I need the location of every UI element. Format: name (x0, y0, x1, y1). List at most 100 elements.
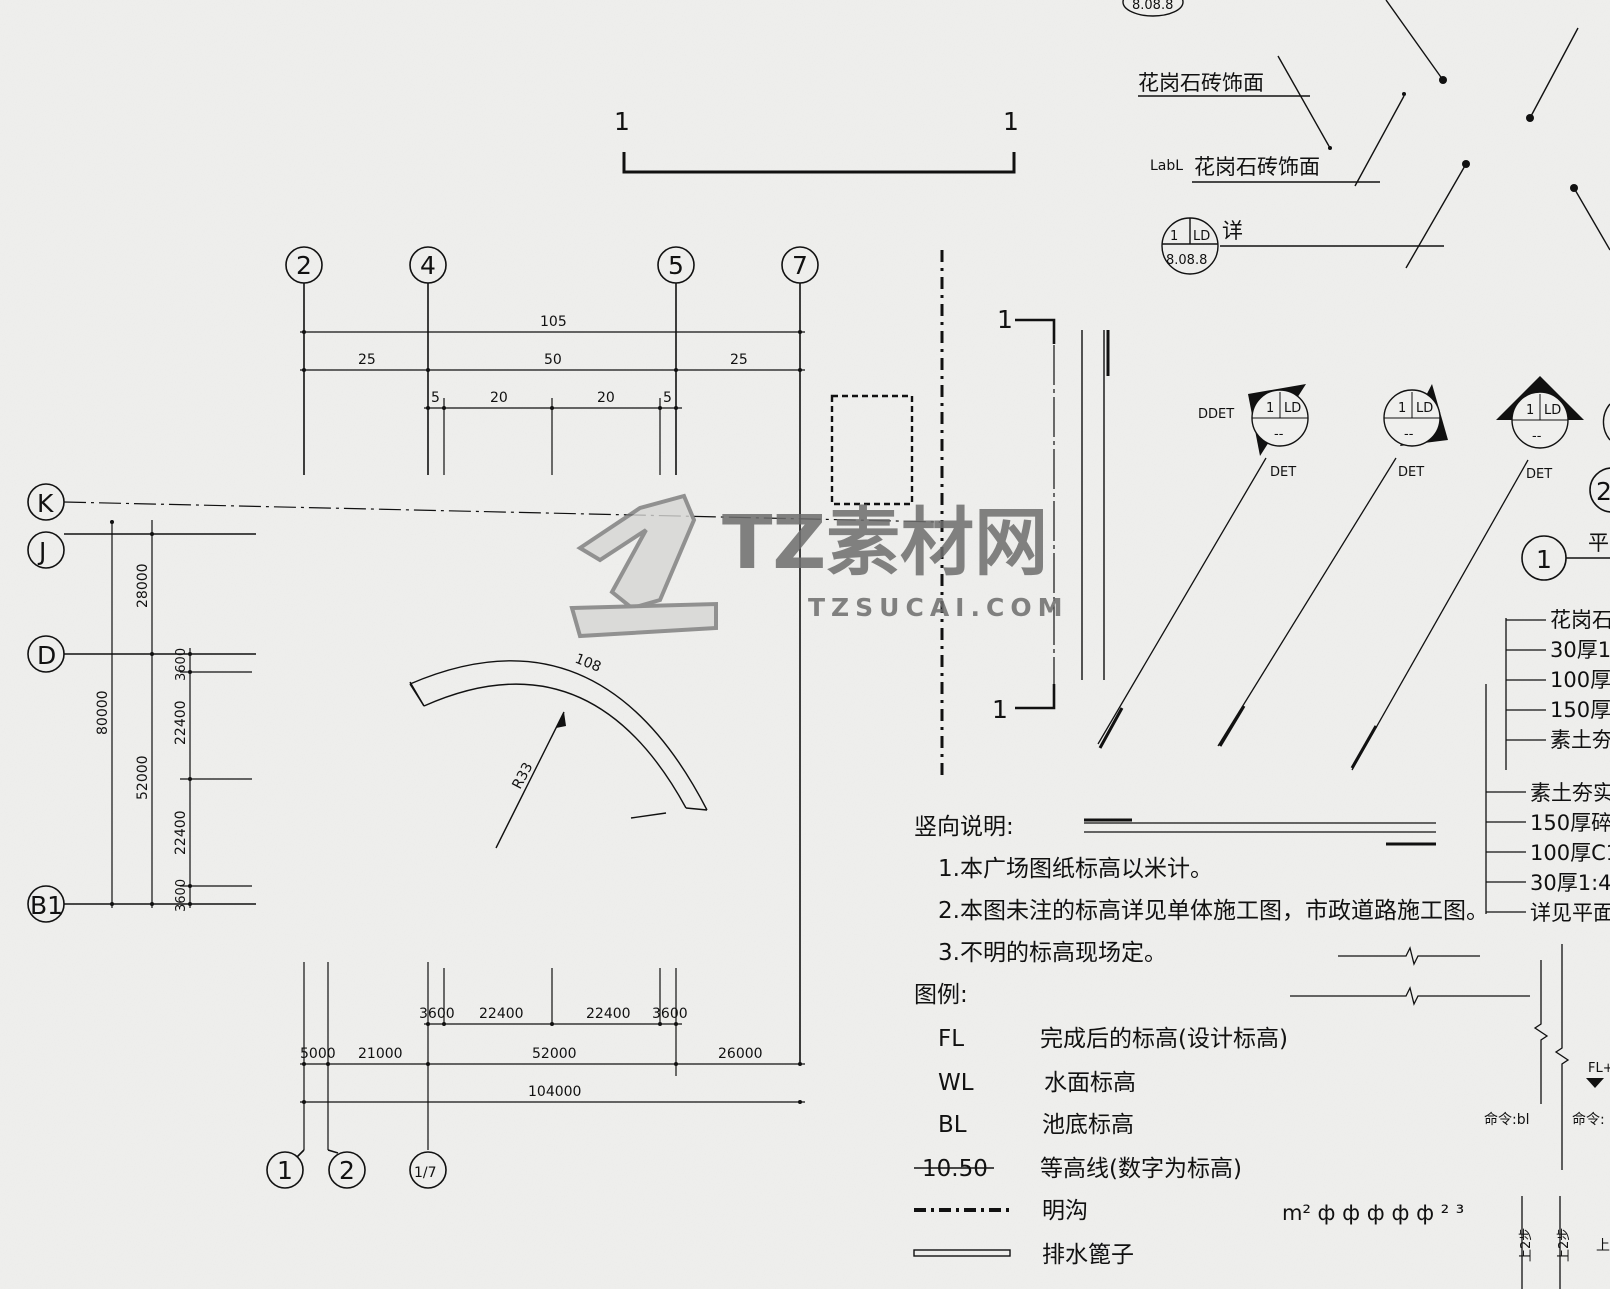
bottom-dimension-ticks (302, 1022, 802, 1104)
detail-word: 详 (1222, 219, 1243, 243)
command-other: 命令: (1572, 1111, 1605, 1128)
dim-bottom-total: 104000 (528, 1084, 581, 1100)
legend-desc-fl: 完成后的标高(设计标高) (1040, 1026, 1288, 1052)
dim-top-20a: 20 (490, 390, 508, 406)
det2-num: 1 (1398, 401, 1406, 416)
section-label-right: 1 (1003, 107, 1019, 136)
radius-arrow (556, 712, 566, 728)
bottom-grid-bubbles (266, 1149, 447, 1189)
dim-top-20b: 20 (597, 390, 615, 406)
callout-labl: LabL (1150, 158, 1183, 174)
legend-desc-bl: 池底标高 (1042, 1112, 1134, 1138)
dim-top-25b: 25 (730, 352, 748, 368)
det1-label: DET (1270, 465, 1296, 480)
left-grid-lines (27, 483, 941, 923)
dim-bottom-5000: 5000 (300, 1046, 336, 1062)
vert-section-label-top: 1 (997, 305, 1013, 334)
dim-bottom-26000: 26000 (718, 1046, 763, 1062)
dim-bottom-52000: 52000 (532, 1046, 577, 1062)
dim-top-5a: 5 (431, 390, 440, 406)
dim-bottom-22400b: 22400 (586, 1006, 631, 1022)
grid-bubble-7: 7 (792, 251, 808, 280)
callout-leaders (1122, 0, 1610, 275)
section-mark-top (622, 152, 1016, 174)
legend-code-bl: BL (938, 1112, 967, 1138)
det1-num: 1 (1266, 401, 1274, 416)
det3-label: DET (1526, 467, 1552, 482)
dim-left-80000: 80000 (95, 690, 111, 735)
dim-total-top: 105 (540, 314, 567, 330)
command-bl: 命令:bl (1484, 1111, 1530, 1128)
callout-partial-sheet: 8.08.8 (1132, 0, 1173, 13)
det-symbol-3 (1350, 376, 1610, 771)
step-up-3: 上 (1596, 1238, 1610, 1254)
step-up-1: 上2步 (1519, 1228, 1534, 1262)
note-3: 3.不明的标高现场定。 (938, 940, 1167, 966)
det2-ref: LD (1416, 401, 1433, 416)
legend-code-wl: WL (938, 1070, 974, 1096)
callout-granite-1: 花岗石砖饰面 (1138, 71, 1264, 95)
vert-section-label-bottom: 1 (992, 695, 1008, 724)
layer-leaders-upper (1505, 618, 1546, 770)
callout-dots (1328, 76, 1578, 192)
dashed-box (830, 394, 914, 506)
dim-top-50: 50 (544, 352, 562, 368)
dim-left-3600b: 3600 (174, 879, 189, 912)
plan-title-char: 平 (1588, 531, 1609, 555)
top-dimension-lines (300, 331, 805, 475)
fl-triangle (1586, 1078, 1604, 1088)
det-symbol-1 (1097, 384, 1309, 749)
callout-granite-2: 花岗石砖饰面 (1194, 155, 1320, 179)
layer-lower-4: 30厚1:4干 (1530, 871, 1610, 895)
legend-desc-ditch: 明沟 (1042, 1198, 1088, 1224)
drain-grate-sample (913, 1249, 1011, 1257)
dim-bottom-3600a: 3600 (419, 1006, 455, 1022)
note-1: 1.本广场图纸标高以米计。 (938, 856, 1213, 882)
notes-title: 竖向说明: (914, 814, 1014, 840)
grid-bubble-bottom-1-7: 1/7 (414, 1165, 437, 1181)
grid-bubble-D: D (37, 641, 56, 670)
detail-num: 1 (1170, 229, 1178, 244)
step-up-2: 上2步 (1557, 1228, 1572, 1262)
dim-bottom-3600b: 3600 (652, 1006, 688, 1022)
plan-bubble-2: 2 (1596, 477, 1610, 506)
legend-code-fl: FL (938, 1026, 964, 1052)
layer-upper-4: 150厚碎 (1550, 698, 1610, 722)
top-grid-lines (285, 246, 819, 1065)
legend-desc-grate: 排水篦子 (1042, 1242, 1134, 1268)
grid-bubble-2: 2 (296, 251, 312, 280)
grid-bubble-K: K (37, 489, 54, 518)
legend-desc-contour: 等高线(数字为标高) (1040, 1156, 1242, 1182)
dim-bottom-21000: 21000 (358, 1046, 403, 1062)
vertical-section-mark (1015, 318, 1110, 710)
watermark-url: TZSUCAI.COM (808, 593, 1068, 622)
dim-left-3600a: 3600 (174, 648, 189, 681)
dim-top-5b: 5 (663, 390, 672, 406)
watermark-logo (569, 493, 718, 639)
section-label-left: 1 (614, 107, 630, 136)
notes-rule-lines (1084, 818, 1570, 1170)
dim-bottom-22400a: 22400 (479, 1006, 524, 1022)
det3-dash: -- (1532, 429, 1542, 444)
arc-element (409, 660, 708, 849)
layer-upper-5: 素土夯实 (1550, 728, 1610, 752)
grid-bubble-5: 5 (668, 251, 684, 280)
legend-title: 图例: (914, 982, 968, 1008)
grid-bubble-J: J (37, 537, 46, 566)
legend-desc-wl: 水面标高 (1044, 1070, 1136, 1096)
det2-dash: -- (1404, 427, 1414, 442)
dim-top-25a: 25 (358, 352, 376, 368)
symbol-row: m² ф ф ф ф ф ² ³ (1282, 1201, 1464, 1225)
layer-lower-3: 100厚C15 (1530, 841, 1610, 865)
layer-leaders-lower (1485, 684, 1526, 914)
top-dimension-ticks (302, 330, 802, 410)
layer-upper-3: 100厚C (1550, 668, 1610, 692)
bottom-grid-lines (300, 962, 805, 1150)
grid-bubble-bottom-1: 1 (277, 1156, 293, 1185)
det1-ref: LD (1284, 401, 1301, 416)
layer-upper-2: 30厚1:3 (1550, 638, 1610, 662)
layer-upper-1: 花岗石砖 (1550, 608, 1610, 632)
ddet-label: DDET (1198, 407, 1234, 422)
